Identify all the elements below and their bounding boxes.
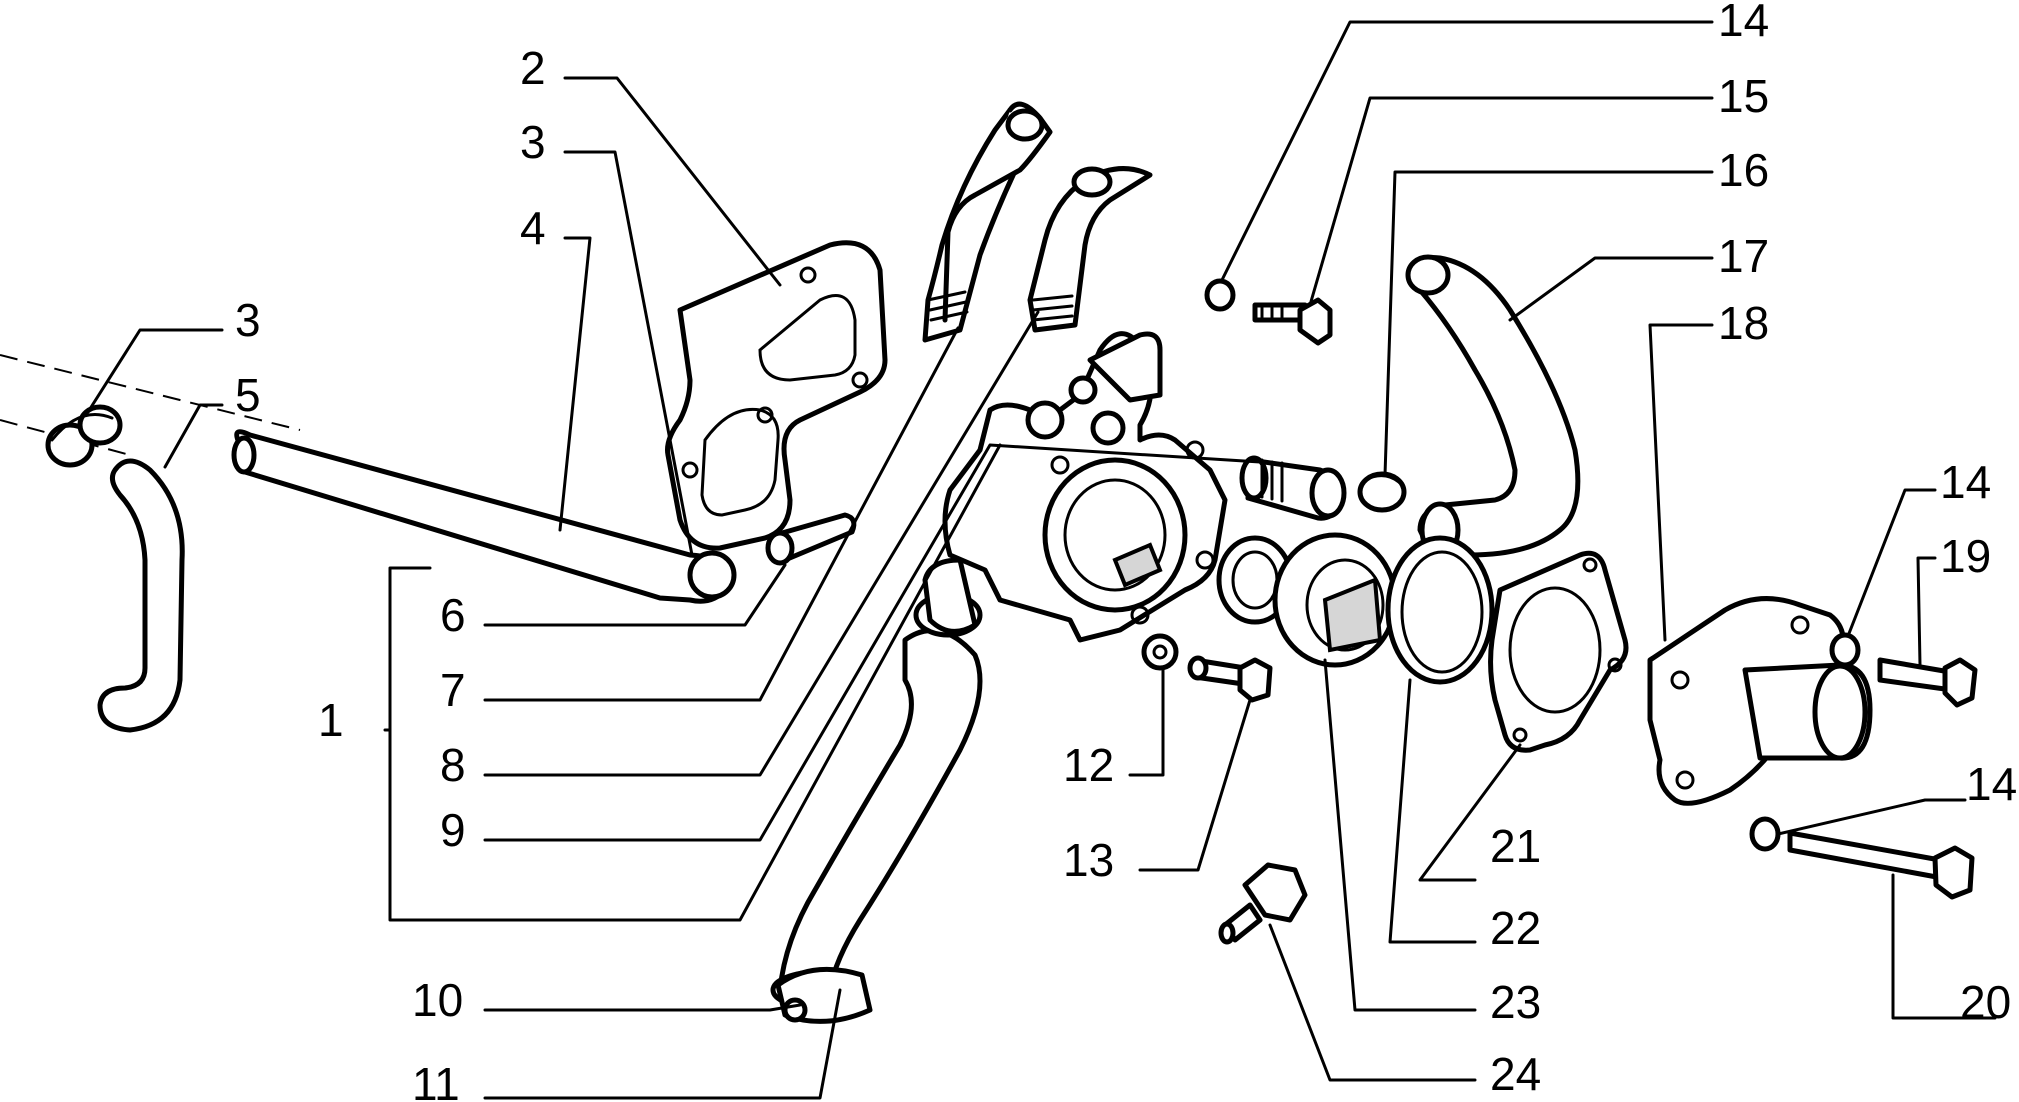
- callout-18: 18: [1718, 297, 1769, 349]
- callout-23: 23: [1490, 976, 1541, 1028]
- part-12-washer: [1141, 633, 1179, 671]
- part-14-washer-top: [1204, 278, 1236, 312]
- callout-4: 4: [520, 202, 546, 254]
- callout-9: 9: [440, 804, 466, 856]
- callout-8: 8: [440, 739, 466, 791]
- part-14-washer-lower: [1749, 816, 1781, 852]
- callout-22: 22: [1490, 902, 1541, 954]
- part-20-long-bolt: [1787, 830, 1975, 900]
- callout-20: 20: [1960, 976, 2011, 1028]
- callout-17: 17: [1718, 230, 1769, 282]
- callout-12: 12: [1063, 739, 1114, 791]
- callout-19: 19: [1940, 530, 1991, 582]
- callout-6: 6: [440, 589, 466, 641]
- part-14-washer-right: [1829, 632, 1861, 668]
- part-8-elbow-pipe: [1027, 166, 1153, 333]
- part-1-thermostat-housing: [922, 331, 1228, 643]
- part-18-outlet-cover: [1647, 596, 1873, 806]
- callout-24: 24: [1490, 1048, 1541, 1100]
- callout-21: 21: [1490, 820, 1541, 872]
- callout-10: 10: [412, 974, 463, 1026]
- callout-13: 13: [1063, 834, 1114, 886]
- callout-15: 15: [1718, 70, 1769, 122]
- part-10-11-curved-hose: [770, 592, 983, 1024]
- callout-14c: 14: [1966, 758, 2017, 810]
- callout-3: 3: [520, 116, 546, 168]
- part-19-bolt: [1877, 657, 1978, 708]
- part-13-bolt: [1187, 655, 1273, 703]
- callout-labels: 2 3 4 3 5 6 1 7 8 9 10 11 12 13 14 15 16…: [235, 0, 2017, 1102]
- callout-5: 5: [235, 369, 261, 421]
- part-24-bleed-screw: [1218, 862, 1308, 945]
- leader-lines: [86, 20, 1997, 1100]
- callout-1: 1: [318, 694, 344, 746]
- callout-7: 7: [440, 664, 466, 716]
- callout-16: 16: [1718, 144, 1769, 196]
- part-21-gasket: [1488, 550, 1629, 753]
- part-3-hose-clamp-left: [45, 404, 123, 468]
- part-9-short-tube: [1239, 455, 1347, 521]
- callout-2: 2: [520, 42, 546, 94]
- callout-3b: 3: [235, 294, 261, 346]
- callout-14a: 14: [1718, 0, 1769, 46]
- part-4-long-pipe: [231, 429, 737, 604]
- part-17-curved-hose: [1405, 254, 1581, 559]
- part-2-gasket-plate: [665, 240, 888, 551]
- callout-11: 11: [412, 1058, 460, 1102]
- part-5-bent-hose: [97, 458, 185, 733]
- part-15-bolt: [1252, 297, 1333, 346]
- part-7-elbow-pipe: [922, 101, 1053, 343]
- part-16-small-clamp: [1357, 471, 1407, 513]
- callout-14b: 14: [1940, 456, 1991, 508]
- part-23-thermostat: [1216, 532, 1398, 668]
- part-22-o-ring: [1385, 535, 1495, 685]
